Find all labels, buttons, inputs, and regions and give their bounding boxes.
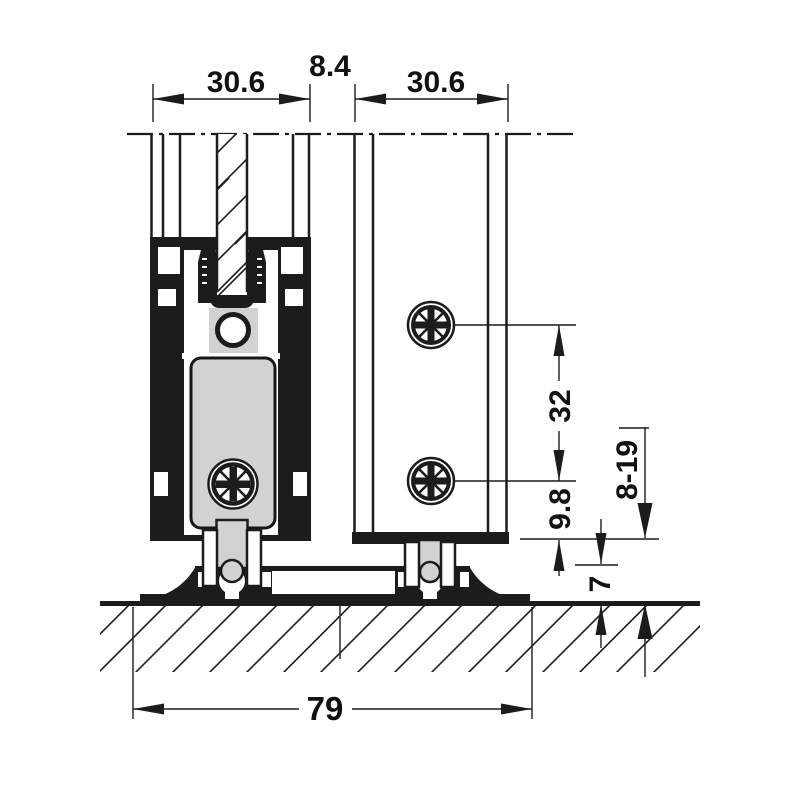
pozidrive-screw-upper (406, 300, 456, 350)
rail-right-ramp (469, 566, 532, 602)
dim-right-profile-width: 30.6 (407, 66, 465, 99)
left-profile-upper-walls (150, 134, 311, 242)
right-profile (352, 134, 576, 589)
rail-left-ramp (133, 566, 196, 602)
dim-floor-clearance-range: 8-19 (611, 440, 644, 500)
pozidrive-screw-lower (406, 456, 456, 506)
left-clamp-profile (150, 134, 311, 588)
left-profile-foot (201, 518, 263, 588)
nut-hole (215, 312, 251, 348)
floor-hatch (100, 606, 700, 672)
dim-profile-gap: 8.4 (309, 50, 351, 83)
floor-line (100, 601, 700, 606)
right-profile-bottom (352, 532, 509, 544)
right-profile-foot (403, 538, 457, 589)
clamp-nut (209, 308, 258, 353)
rail-base (140, 594, 530, 603)
top-extension-lines (152, 84, 509, 122)
top-dimensions: 30.6 8.4 30.6 (152, 50, 509, 122)
dim-screw-to-profile-bottom: 9.8 (544, 488, 577, 530)
floor-rail (133, 566, 532, 603)
right-profile-walls (353, 134, 508, 537)
dim-screw-spacing: 32 (544, 389, 577, 422)
bottom-dimension: 79 (132, 607, 533, 727)
rail-top-surface (195, 566, 470, 571)
floor (100, 601, 700, 672)
right-side-dimensions: 32 9.8 7 8-19 (520, 325, 659, 677)
dim-left-profile-width: 30.6 (207, 66, 265, 99)
glass-panel (215, 134, 249, 295)
glass-gaskets (198, 238, 266, 303)
dim-rail-height: 7 (584, 576, 617, 593)
pozidrive-screw-clamp (207, 458, 259, 510)
dim-rail-total-width: 79 (307, 690, 344, 727)
